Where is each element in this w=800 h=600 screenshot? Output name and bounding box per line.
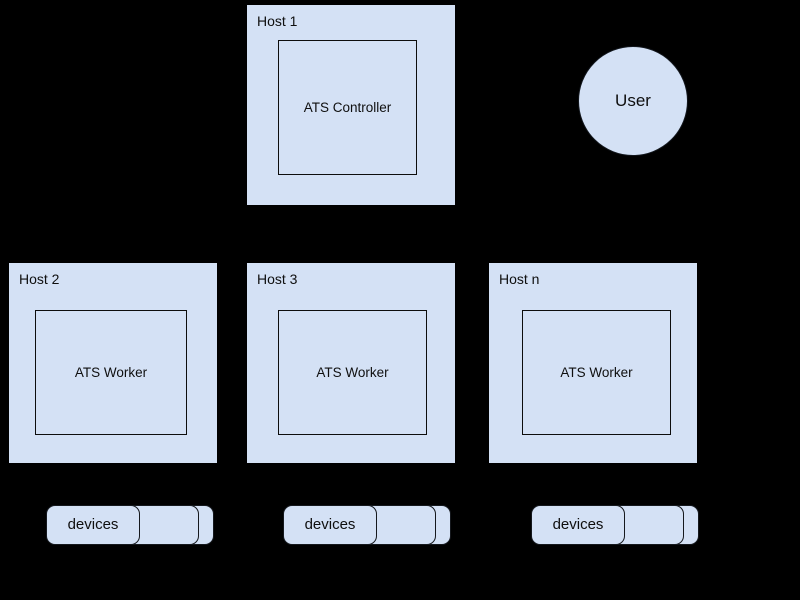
device-stack-host-3[interactable]: devices [283, 505, 453, 545]
user-node[interactable]: User [578, 46, 688, 156]
component-label-ats-worker-3: ATS Worker [316, 364, 389, 380]
component-label-ats-worker-2: ATS Worker [74, 364, 148, 380]
device-stack-host-2[interactable]: devices [46, 505, 216, 545]
component-box-ats-worker-3[interactable]: ATS Worker [278, 310, 427, 435]
host-box-host-2[interactable]: Host 2 ATS Worker [9, 263, 217, 463]
component-box-ats-controller[interactable]: ATS Controller [278, 40, 417, 175]
host-label-host-1: Host 1 [257, 13, 298, 29]
component-box-ats-worker-2[interactable]: ATS Worker [35, 310, 187, 435]
device-label: devices [67, 516, 119, 533]
host-box-host-3[interactable]: Host 3 ATS Worker [247, 263, 455, 463]
component-label-ats-worker-n: ATS Worker [560, 364, 633, 380]
host-label-host-n: Host n [499, 271, 540, 287]
host-label-host-2: Host 2 [19, 271, 60, 287]
host-box-host-1[interactable]: Host 1 ATS Controller [247, 5, 455, 205]
host-label-host-3: Host 3 [257, 271, 298, 287]
device-card-front[interactable]: devices [531, 505, 625, 545]
device-card-front[interactable]: devices [46, 505, 140, 545]
user-label: User [615, 91, 651, 110]
device-stack-host-n[interactable]: devices [531, 505, 701, 545]
device-label: devices [304, 516, 356, 533]
host-box-host-n[interactable]: Host n ATS Worker [489, 263, 697, 463]
device-card-front[interactable]: devices [283, 505, 377, 545]
device-label: devices [552, 516, 604, 533]
component-label-ats-controller: ATS Controller [303, 99, 392, 115]
component-box-ats-worker-n[interactable]: ATS Worker [522, 310, 671, 435]
